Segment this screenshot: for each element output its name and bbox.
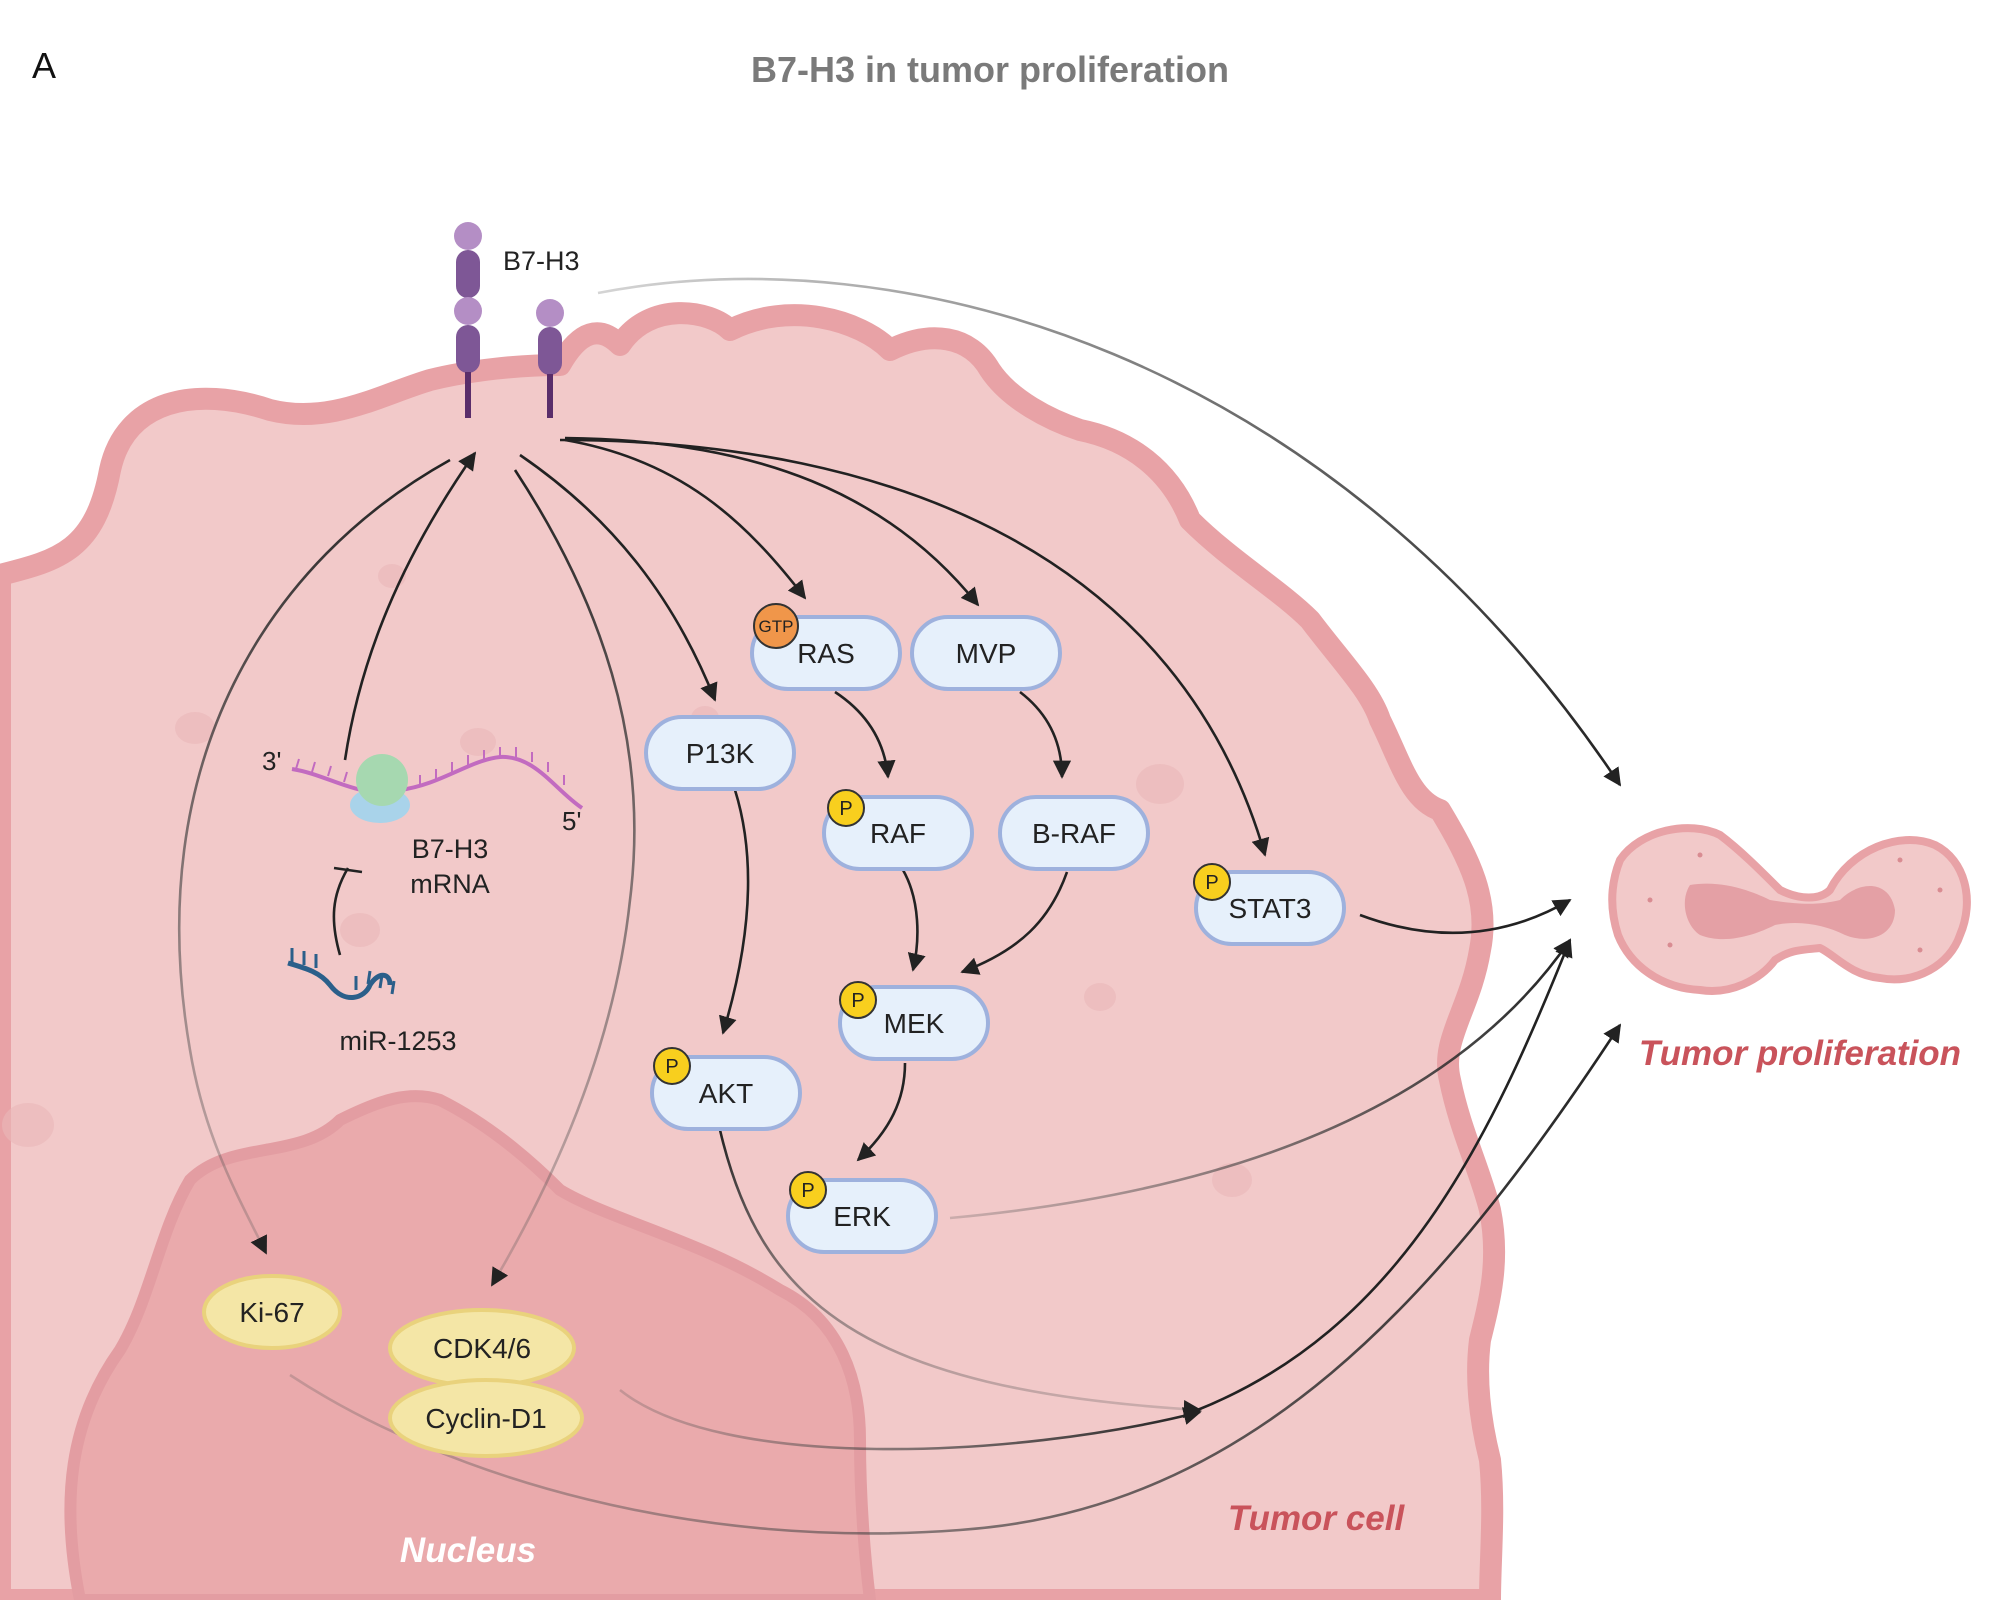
svg-text:CDK4/6: CDK4/6 [433, 1333, 531, 1364]
dividing-tumor-cell-icon [1608, 824, 1971, 995]
mrna-three-prime: 3' [262, 746, 281, 776]
svg-text:MEK: MEK [884, 1008, 945, 1039]
mirna-inhibition [332, 866, 363, 956]
arrow-ras-to-raf [834, 690, 896, 779]
arrow-to-ki67 [177, 458, 451, 1255]
node-mek: MEK P [838, 981, 990, 1061]
gtp-badge [753, 603, 799, 649]
nucleus-label: Nucleus [400, 1531, 536, 1570]
line-cyclin-to-proliferation [619, 1388, 1202, 1451]
arrow-to-stat3 [559, 438, 1270, 857]
node-ki67: Ki-67 [202, 1274, 342, 1350]
svg-text:P13K: P13K [686, 738, 755, 769]
svg-text:Ki-67: Ki-67 [239, 1297, 304, 1328]
svg-text:P: P [839, 798, 852, 820]
tumor-cell-label: Tumor cell [1228, 1499, 1406, 1538]
svg-text:P: P [851, 990, 864, 1012]
svg-text:STAT3: STAT3 [1229, 893, 1312, 924]
svg-text:RAS: RAS [797, 638, 855, 669]
node-cyclin-d1: Cyclin-D1 [388, 1378, 584, 1458]
node-erk: ERK P [786, 1171, 938, 1254]
svg-text:Cyclin-D1: Cyclin-D1 [425, 1403, 546, 1434]
arrow-p13k-to-akt [719, 789, 750, 1035]
svg-text:P: P [665, 1056, 678, 1078]
arrow-to-ras [564, 438, 807, 600]
tumor-proliferation-label: Tumor proliferation [1639, 1034, 1961, 1073]
figure-title: B7-H3 in tumor proliferation [751, 49, 1229, 90]
mirna-label: miR-1253 [339, 1026, 456, 1056]
node-b-raf: B-RAF [998, 795, 1150, 871]
svg-text:MVP: MVP [956, 638, 1017, 669]
mrna-label-line1: B7-H3 [412, 834, 489, 864]
svg-text:P: P [1205, 872, 1218, 894]
svg-text:P: P [801, 1180, 814, 1202]
node-p13k: P13K [644, 715, 796, 791]
arrow-braf-to-mek [960, 871, 1069, 975]
arrow-mrna-to-receptor [343, 451, 477, 761]
arrow-mvp-to-braf [1019, 690, 1072, 779]
arrow-to-p13k [519, 453, 718, 702]
arrow-erk-to-proliferation [949, 938, 1572, 1220]
arrow-to-cdk46 [490, 469, 636, 1287]
ribosome-large-subunit [356, 754, 408, 806]
arrow-mek-to-erk [856, 1062, 907, 1162]
b7-h3-receptor-dimer [454, 222, 482, 418]
arrow-merged-to-proliferation [1194, 938, 1573, 1413]
arrow-stat3-to-proliferation [1359, 898, 1572, 934]
node-raf: RAF P [822, 789, 974, 871]
panel-label: A [32, 45, 56, 86]
phospho-badge [839, 981, 877, 1019]
node-ras: RAS GTP [750, 603, 902, 691]
arrow-raf-to-mek [901, 869, 926, 972]
node-akt: AKT P [650, 1047, 802, 1131]
mrna-five-prime: 5' [562, 806, 581, 836]
svg-text:B-RAF: B-RAF [1032, 818, 1116, 849]
mir-1253-strand [287, 948, 396, 1000]
b7-h3-mrna: 3' 5' B7-H3 mRNA [262, 746, 584, 899]
arrow-akt-to-proliferation [718, 1129, 1202, 1419]
node-cdk46: CDK4/6 [388, 1308, 576, 1388]
node-mvp: MVP [910, 615, 1062, 691]
phospho-badge [1193, 863, 1231, 901]
gtp-badge-label: GTP [759, 617, 794, 636]
mrna-label-line2: mRNA [410, 869, 490, 899]
svg-text:ERK: ERK [833, 1201, 891, 1232]
phospho-badge [827, 789, 865, 827]
phospho-badge [789, 1171, 827, 1209]
pathway-arrows [177, 277, 1622, 1535]
arrow-ki67-to-proliferation [289, 1023, 1622, 1535]
svg-text:AKT: AKT [699, 1078, 753, 1109]
arrow-receptor-to-proliferation [597, 277, 1622, 787]
phospho-badge [653, 1047, 691, 1085]
svg-text:RAF: RAF [870, 818, 926, 849]
node-stat3: STAT3 P [1193, 863, 1346, 946]
b7-h3-receptor-label: B7-H3 [503, 246, 580, 276]
b7-h3-receptor-monomer [536, 299, 564, 418]
